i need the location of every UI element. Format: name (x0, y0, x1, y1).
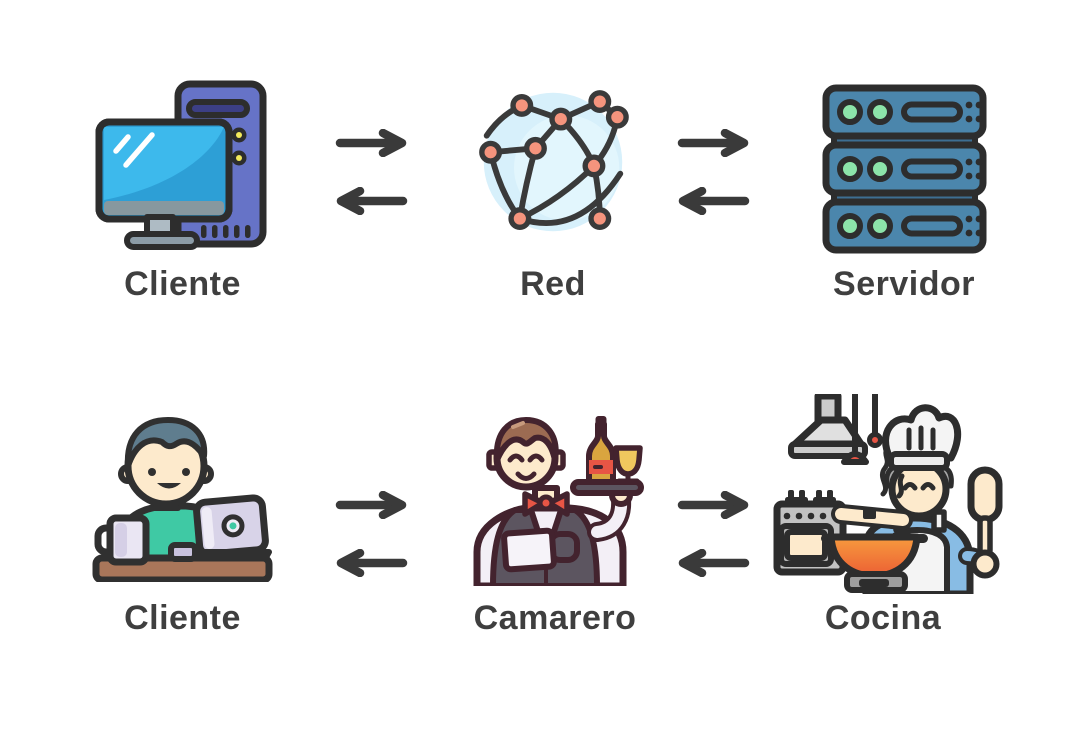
arrow-pair-client-network (330, 129, 413, 215)
arrow-pair-network-server (672, 129, 755, 215)
arrow-right-icon (677, 129, 749, 157)
label-network: Red (520, 265, 586, 303)
label-kitchen: Cocina (824, 599, 942, 637)
arrow-pair-client-waiter (330, 491, 413, 577)
arrow-left-icon (336, 187, 408, 215)
arrow-right-icon (677, 491, 749, 519)
person-laptop-icon (90, 412, 275, 584)
label-server: Servidor (833, 265, 975, 303)
network-globe-icon (475, 84, 631, 240)
label-client-computer: Cliente (124, 265, 241, 303)
arrow-pair-waiter-kitchen (672, 491, 755, 577)
waiter-icon (465, 408, 645, 590)
desktop-computer-icon (95, 78, 270, 253)
arrow-left-icon (678, 187, 750, 215)
arrow-right-icon (335, 129, 407, 157)
arrow-left-icon (336, 549, 408, 577)
label-client-person: Cliente (124, 599, 241, 637)
arrow-right-icon (335, 491, 407, 519)
arrow-left-icon (678, 549, 750, 577)
server-rack-icon (822, 84, 987, 254)
label-waiter: Camarero (473, 599, 637, 637)
kitchen-chef-icon (763, 391, 1003, 598)
